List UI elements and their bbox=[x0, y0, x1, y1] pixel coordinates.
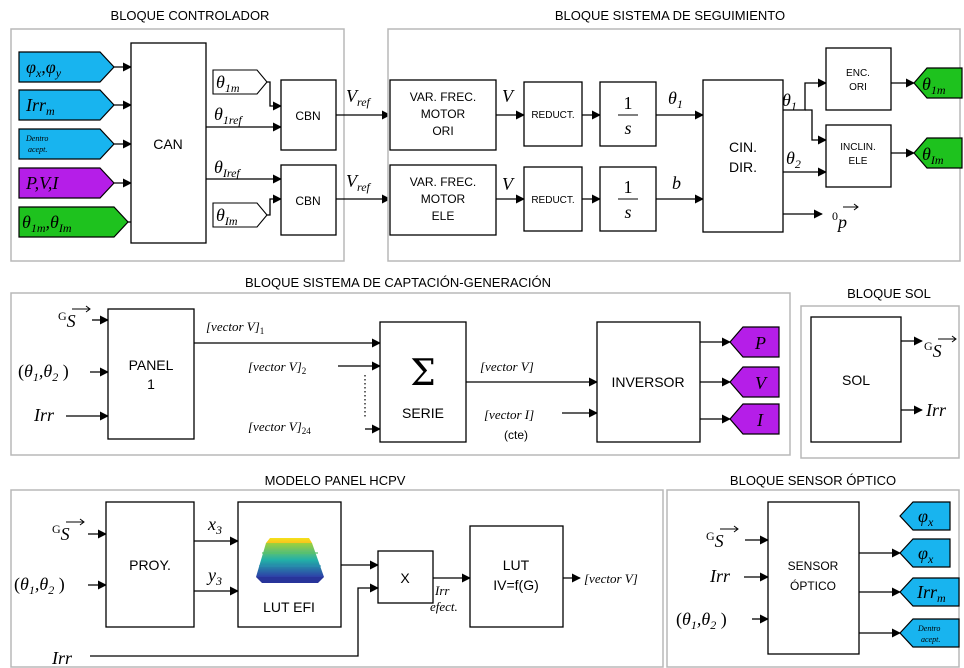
vec2-label: [vector V] bbox=[248, 359, 302, 374]
irr-efect-l1: Irr bbox=[434, 583, 450, 598]
svg-text:[vector V]1: [vector V]1 bbox=[206, 319, 264, 336]
var-frec-ori-l1: VAR. FREC. bbox=[410, 90, 476, 104]
reduct-label-2: REDUCT. bbox=[531, 195, 574, 206]
input-tag-irrm: Irrm bbox=[19, 90, 114, 120]
vec1-label: [vector V] bbox=[206, 319, 260, 334]
svg-text:s: s bbox=[624, 202, 631, 222]
cin-dir-l2: DIR. bbox=[729, 159, 757, 175]
vec24-sub: 24 bbox=[302, 426, 312, 436]
sensor-dentro-l2: acept. bbox=[921, 635, 940, 644]
vref-label-1: Vref bbox=[346, 86, 372, 109]
cbn-label-1: CBN bbox=[295, 109, 320, 123]
title-controlador: BLOQUE CONTROLADOR bbox=[111, 8, 270, 23]
vecV-label: [vector V] bbox=[480, 359, 534, 374]
sensor-optico-block bbox=[768, 502, 859, 654]
dentro-label-2: acept. bbox=[28, 145, 47, 154]
sensor-optico-l1: SENSOR bbox=[788, 559, 839, 573]
sol-irr-label: Irr bbox=[925, 400, 947, 420]
title-sensor: BLOQUE SENSOR ÓPTICO bbox=[730, 473, 896, 488]
var-frec-ori-l3: ORI bbox=[432, 124, 453, 138]
tag-theta1m: θ1m bbox=[213, 70, 267, 95]
vecI-label: [vector I] bbox=[484, 407, 534, 422]
out-p-label: P bbox=[754, 333, 766, 353]
serie-label: SERIE bbox=[402, 405, 444, 421]
dentro-label-1: Dentro bbox=[25, 134, 48, 143]
proy-label: PROY. bbox=[129, 557, 171, 573]
input-tag-phi: φx,φy bbox=[19, 52, 114, 82]
out-i-label: I bbox=[756, 410, 764, 430]
var-frec-ele-l1: VAR. FREC. bbox=[410, 175, 476, 189]
enc-ori-l1: ENC. bbox=[846, 68, 870, 79]
theta-input-label-2: (θ1,θ2 ) bbox=[14, 574, 65, 597]
var-frec-ori-l2: MOTOR bbox=[421, 107, 466, 121]
irr-efect-l2: efect. bbox=[430, 599, 458, 614]
vec24-label: [vector V] bbox=[248, 419, 302, 434]
multiplier-label: X bbox=[400, 570, 410, 586]
input-tag-theta-m: θ1m,θIm bbox=[19, 207, 128, 237]
group-sol: BLOQUE SOL SOL GS Irr bbox=[801, 286, 959, 458]
sensor-dentro-l1: Dentro bbox=[917, 624, 940, 633]
vec1-sub: 1 bbox=[260, 326, 265, 336]
title-seguimiento: BLOQUE SISTEMA DE SEGUIMIENTO bbox=[555, 8, 785, 23]
cin-dir-l1: CIN. bbox=[729, 139, 757, 155]
inversor-label: INVERSOR bbox=[611, 374, 684, 390]
sol-label: SOL bbox=[842, 372, 870, 388]
theta-input-label-1: (θ1,θ2 ) bbox=[18, 361, 69, 384]
svg-text:[vector V]2: [vector V]2 bbox=[248, 359, 306, 376]
vec2-sub: 2 bbox=[302, 366, 307, 376]
sensor-irr-label: Irr bbox=[709, 566, 731, 586]
lut-efi-label: LUT EFI bbox=[263, 599, 315, 615]
inclin-ele-l1: INCLIN. bbox=[840, 142, 876, 153]
group-captacion: BLOQUE SISTEMA DE CAPTACIÓN-GENERACIÓN G… bbox=[11, 275, 790, 455]
vref-label-2: Vref bbox=[346, 171, 372, 194]
title-captacion: BLOQUE SISTEMA DE CAPTACIÓN-GENERACIÓN bbox=[245, 275, 551, 290]
var-frec-ele-l3: ELE bbox=[432, 209, 455, 223]
svg-text:P,V,I: P,V,I bbox=[25, 173, 59, 193]
svg-text:1: 1 bbox=[624, 177, 633, 197]
cbn-label-2: CBN bbox=[295, 194, 320, 208]
group-seguimiento: BLOQUE SISTEMA DE SEGUIMIENTO VAR. FREC.… bbox=[388, 8, 962, 261]
input-tag-pvi: P,V,I bbox=[19, 168, 114, 198]
svg-text:1: 1 bbox=[624, 93, 633, 113]
cin-dir-block bbox=[703, 80, 783, 232]
lut-iv-l2: IV=f(G) bbox=[493, 577, 539, 593]
panel-1-l1: PANEL bbox=[129, 357, 174, 373]
hcpv-output-label: [vector V] bbox=[584, 571, 638, 586]
irr-input-label-1: Irr bbox=[33, 405, 55, 425]
title-panel: MODELO PANEL HCPV bbox=[265, 473, 406, 488]
group-controlador: BLOQUE CONTROLADOR φx,φy Irrm Dentro ace… bbox=[11, 8, 344, 261]
irr-input-label-2: Irr bbox=[51, 648, 73, 668]
title-sol: BLOQUE SOL bbox=[847, 286, 931, 301]
sensor-optico-l2: ÓPTICO bbox=[790, 578, 836, 593]
var-frec-ele-l2: MOTOR bbox=[421, 192, 466, 206]
input-tag-dentro: Dentro acept. bbox=[19, 129, 114, 159]
enc-ori-l2: ORI bbox=[849, 82, 867, 93]
panel-1-block bbox=[108, 309, 194, 439]
svg-text:s: s bbox=[624, 118, 631, 138]
can-label: CAN bbox=[153, 136, 183, 152]
b-label: b bbox=[672, 173, 681, 193]
reduct-label-1: REDUCT. bbox=[531, 110, 574, 121]
output-tag-dentro: Dentro acept. bbox=[900, 619, 959, 647]
enc-ori-block bbox=[826, 48, 891, 110]
output-tag-irrm: Irrm bbox=[900, 578, 959, 606]
cte-label: (cte) bbox=[504, 428, 528, 442]
lut-iv-l1: LUT bbox=[503, 557, 530, 573]
tag-thetaIm: θIm bbox=[213, 203, 267, 228]
group-sensor: BLOQUE SENSOR ÓPTICO GS Irr (θ1,θ2 ) SEN… bbox=[667, 473, 959, 667]
sensor-theta-label: (θ1,θ2 ) bbox=[676, 609, 727, 632]
group-panel-hcpv: MODELO PANEL HCPV GS (θ1,θ2 ) PROY. x3 y… bbox=[11, 473, 663, 668]
panel-1-l2: 1 bbox=[147, 376, 155, 392]
svg-text:Σ: Σ bbox=[410, 353, 435, 394]
inclin-ele-l2: ELE bbox=[849, 156, 868, 167]
